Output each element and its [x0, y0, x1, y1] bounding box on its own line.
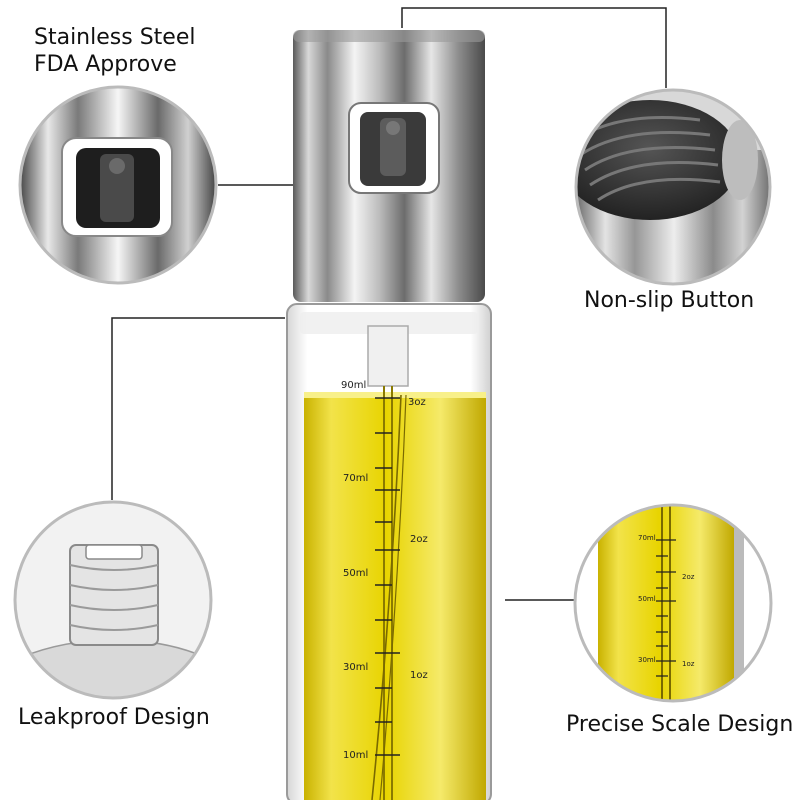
glass-bottle — [286, 303, 492, 804]
bottle-scale-labels: 90ml 70ml 50ml 30ml 10ml 3oz 2oz 1oz — [341, 380, 428, 761]
scale-detail-circle: 70ml 50ml 30ml 2oz 1oz — [573, 503, 773, 703]
zoom-ml-label: 30ml — [638, 656, 656, 664]
nonslip-button-label: Non-slip Button — [584, 288, 755, 313]
stainless-steel-line2: FDA Approve — [34, 52, 177, 77]
bottle-ml-label: 50ml — [343, 568, 368, 579]
bottle-oz-label: 2oz — [410, 534, 428, 545]
bottle-ml-label: 30ml — [343, 662, 368, 673]
bottle-ml-label: 70ml — [343, 473, 368, 484]
leakproof-design-label: Leakproof Design — [18, 705, 210, 730]
precise-scale-label: Precise Scale Design — [566, 712, 794, 737]
stainless-steel-label: Stainless Steel FDA Approve — [34, 24, 195, 78]
bottle-ml-label: 90ml — [341, 380, 366, 391]
sprayer-cap — [293, 30, 485, 302]
bottle-scale-ticks — [375, 397, 400, 756]
bottle-oz-label: 1oz — [410, 670, 428, 681]
stainless-detail-circle — [18, 85, 218, 285]
leakproof-detail-circle — [13, 500, 213, 700]
nonslip-detail-circle — [574, 88, 772, 286]
bottle-oz-label: 3oz — [408, 397, 426, 408]
zoom-ml-label: 70ml — [638, 534, 656, 542]
callout-lines — [111, 7, 667, 601]
zoom-oz-label: 1oz — [682, 660, 695, 668]
zoom-ml-label: 50ml — [638, 595, 656, 603]
stainless-steel-line1: Stainless Steel — [34, 25, 196, 50]
zoom-oz-label: 2oz — [682, 573, 695, 581]
bottle-ml-label: 10ml — [343, 750, 368, 761]
